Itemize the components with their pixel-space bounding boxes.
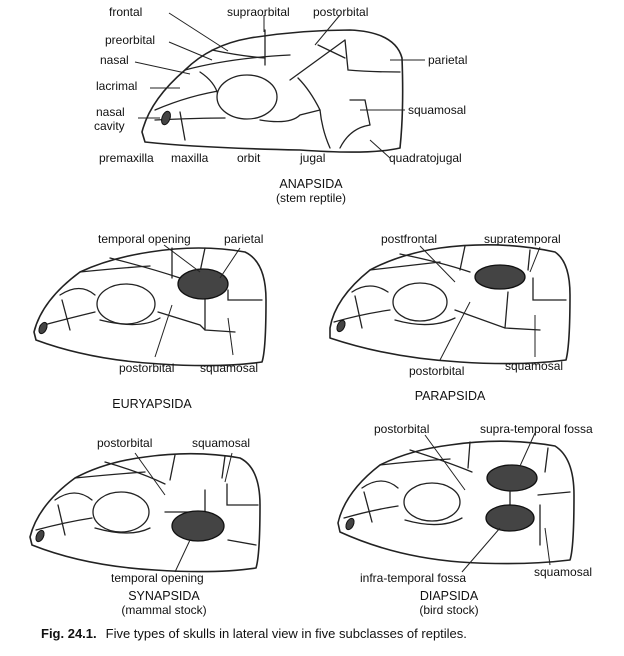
label-nasal: nasal	[100, 53, 129, 67]
subtitle-synapsida: (mammal stock)	[121, 603, 206, 617]
synapsida-skull	[29, 452, 261, 573]
label-jugal: jugal	[299, 151, 325, 165]
label-squamosal-dia: squamosal	[534, 565, 592, 579]
parapsida-leaders	[419, 245, 541, 361]
subtitle-diapsida: (bird stock)	[419, 603, 478, 617]
subtitle-anapsida: (stem reptile)	[276, 191, 346, 205]
diapsida-labels: postorbital supra-temporal fossa infra-t…	[360, 422, 593, 617]
title-synapsida: SYNAPSIDA	[128, 589, 200, 603]
label-squamosal-syn: squamosal	[192, 436, 250, 450]
label-supra-temporal-fossa-dia: supra-temporal fossa	[480, 422, 593, 436]
euryapsida-labels: temporal opening parietal postorbital sq…	[98, 232, 263, 411]
label-nasal-cavity-2: cavity	[94, 119, 125, 133]
label-preorbital: preorbital	[105, 33, 155, 47]
label-temporal-opening-eury: temporal opening	[98, 232, 191, 246]
title-diapsida: DIAPSIDA	[420, 589, 479, 603]
anapsida-labels: frontal supraorbital postorbital preorbi…	[94, 5, 467, 205]
label-temporal-opening-syn: temporal opening	[111, 571, 204, 585]
anapsida-skull	[141, 29, 404, 153]
label-nasal-cavity-1: nasal	[96, 105, 125, 119]
label-frontal: frontal	[109, 5, 142, 19]
euryapsida-skull	[33, 247, 267, 367]
title-parapsida: PARAPSIDA	[415, 389, 486, 403]
label-squamosal-para: squamosal	[505, 359, 563, 373]
label-postfrontal-para: postfrontal	[381, 232, 437, 246]
label-postorbital: postorbital	[313, 5, 368, 19]
label-postorbital-dia: postorbital	[374, 422, 429, 436]
label-parietal-eury: parietal	[224, 232, 263, 246]
label-infra-temporal-fossa-dia: infra-temporal fossa	[360, 571, 466, 585]
anapsida-leaders	[134, 12, 425, 159]
title-anapsida: ANAPSIDA	[279, 177, 343, 191]
label-supraorbital: supraorbital	[227, 5, 290, 19]
title-euryapsida: EURYAPSIDA	[112, 397, 192, 411]
label-postorbital-eury: postorbital	[119, 361, 174, 375]
caption-line: Fig. 24.1. Five types of skulls in later…	[41, 625, 467, 642]
label-lacrimal: lacrimal	[96, 79, 137, 93]
diapsida-skull	[337, 440, 575, 565]
label-parietal: parietal	[428, 53, 467, 67]
synapsida-labels: postorbital squamosal temporal opening S…	[97, 436, 250, 617]
synapsida-leaders	[134, 452, 233, 573]
figure-caption: Fig. 24.1. Five types of skulls in later…	[41, 625, 467, 642]
label-quadratojugal: quadratojugal	[389, 151, 462, 165]
label-squamosal: squamosal	[408, 103, 466, 117]
parapsida-labels: postfrontal supratemporal postorbital sq…	[381, 232, 563, 403]
label-supratemporal-para: supratemporal	[484, 232, 561, 246]
euryapsida-leaders	[154, 244, 241, 358]
caption-number: Fig. 24.1.	[41, 626, 97, 641]
label-maxilla: maxilla	[171, 151, 209, 165]
caption-text: Five types of skulls in lateral view in …	[106, 626, 467, 641]
parapsida-skull	[329, 244, 571, 365]
label-postorbital-para: postorbital	[409, 364, 464, 378]
diapsida-leaders	[424, 432, 551, 573]
label-premaxilla: premaxilla	[99, 151, 154, 165]
label-orbit: orbit	[237, 151, 261, 165]
label-postorbital-syn: postorbital	[97, 436, 152, 450]
label-squamosal-eury: squamosal	[200, 361, 258, 375]
